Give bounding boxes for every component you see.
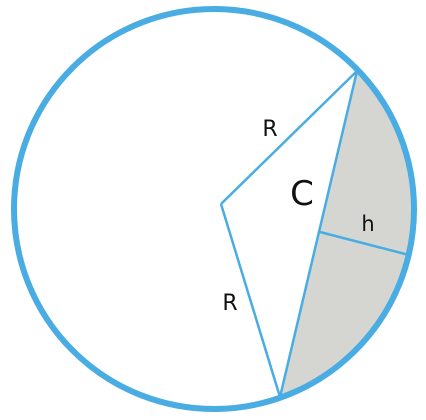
radius-line-lower	[219, 203, 282, 398]
radius-label-lower: R	[222, 291, 237, 316]
circle-outline	[11, 6, 417, 412]
radius-line-upper	[220, 70, 358, 205]
chord-line	[278, 70, 359, 398]
segment-height-label: h	[361, 212, 374, 236]
chord-label: C	[290, 174, 314, 214]
segment-height-line	[319, 230, 410, 257]
radius-label-upper: R	[262, 117, 277, 142]
